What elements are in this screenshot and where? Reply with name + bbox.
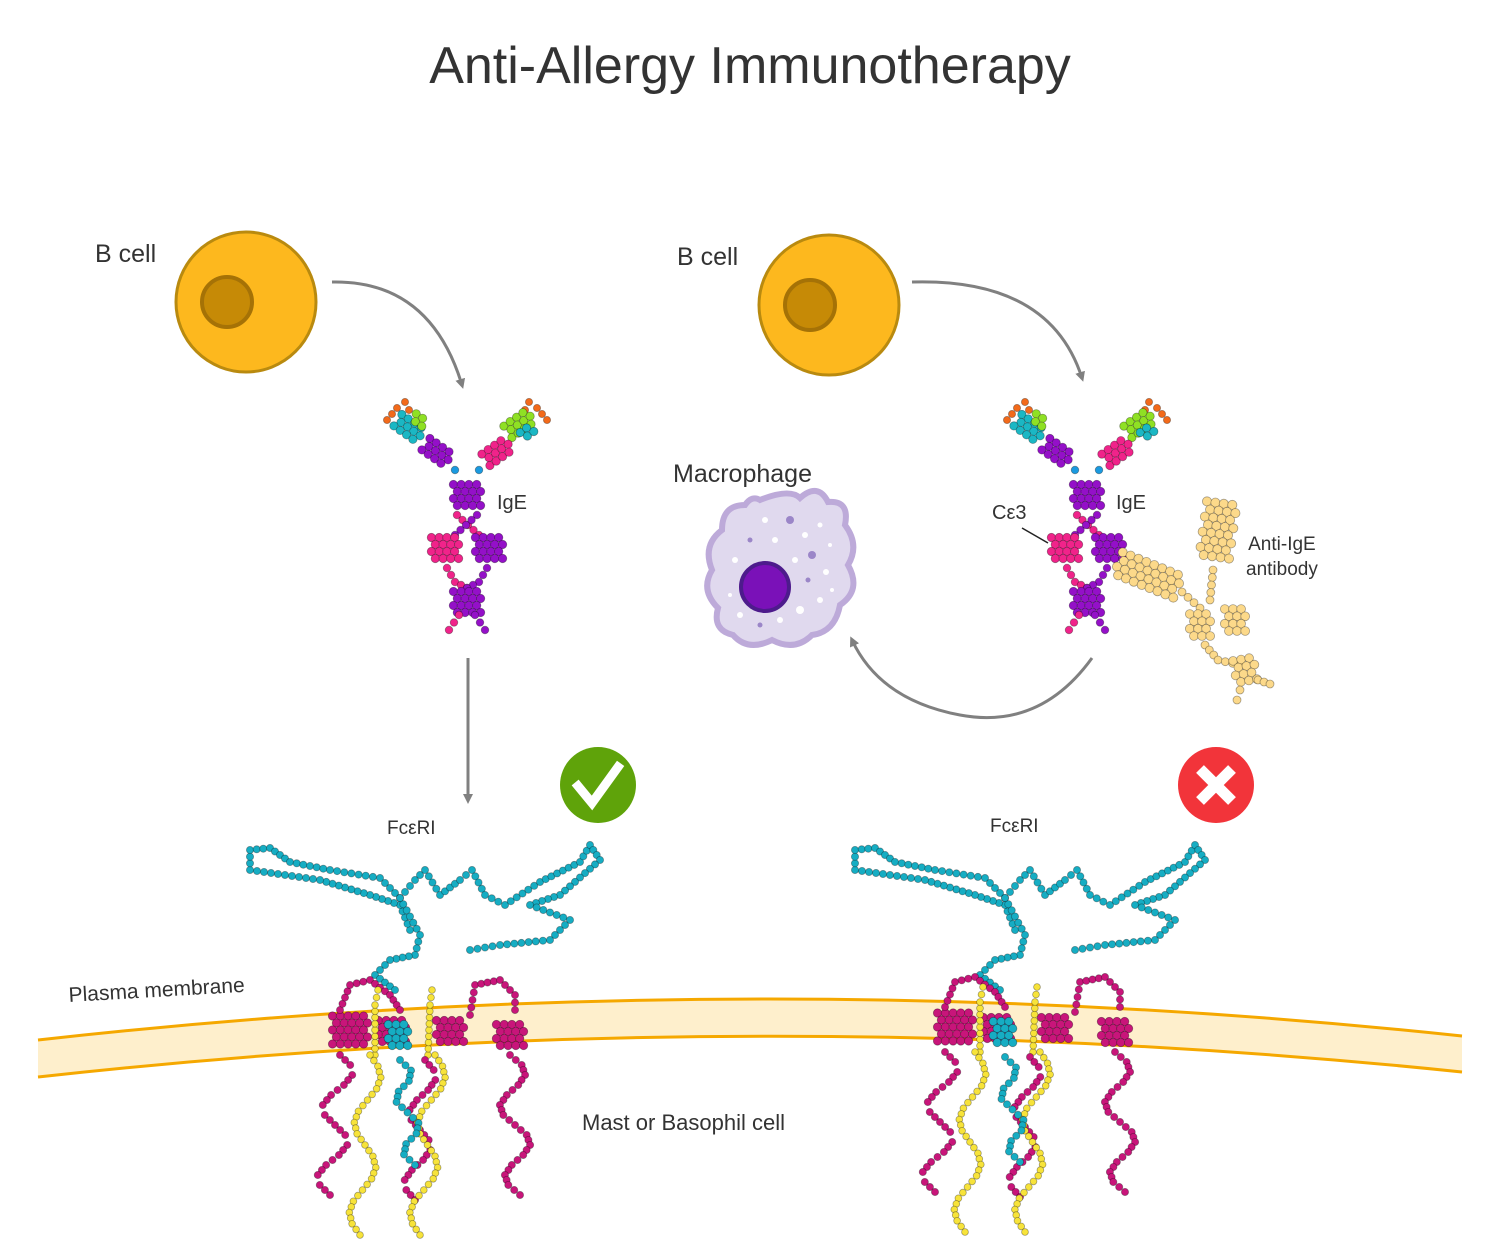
fc-epsilon-ri-receptor-right xyxy=(851,841,1210,1236)
arrow-bcell-to-ige-left xyxy=(331,280,466,389)
macrophage-label: Macrophage xyxy=(673,460,812,488)
ige-label-left: IgE xyxy=(497,492,528,514)
anti-ige-label-line1: Anti-IgE xyxy=(1248,534,1316,555)
anti-ige-label: Anti-IgE antibody xyxy=(1246,532,1318,582)
fc-epsilon-ri-receptor-left xyxy=(245,841,605,1239)
c-epsilon-3-label: Cε3 xyxy=(992,502,1027,524)
b-cell-right xyxy=(757,233,901,377)
ige-antibody-left xyxy=(382,397,552,635)
arrow-complex-to-macrophage xyxy=(850,636,1094,720)
anti-ige-label-line2: antibody xyxy=(1246,559,1318,580)
target-cell-label: Mast or Basophil cell xyxy=(582,1110,785,1135)
ige-antibody-right xyxy=(1003,397,1172,635)
plasma-membrane xyxy=(37,997,1463,1079)
b-cell-label-right: B cell xyxy=(677,243,739,271)
check-icon xyxy=(560,747,636,823)
c-epsilon-3-pointer xyxy=(1021,527,1049,544)
fc-receptor-label-right: FcεRI xyxy=(990,816,1039,837)
anti-ige-antibody xyxy=(1112,496,1275,705)
ige-label-right: IgE xyxy=(1116,492,1147,514)
macrophage xyxy=(704,488,857,648)
cross-icon xyxy=(1178,747,1254,823)
fc-receptor-label-left: FcεRI xyxy=(387,818,436,839)
arrow-bcell-to-ige-right xyxy=(911,280,1085,382)
b-cell-left xyxy=(174,230,318,374)
page-title: Anti-Allergy Immunotherapy xyxy=(429,37,1071,95)
b-cell-label-left: B cell xyxy=(95,240,157,268)
